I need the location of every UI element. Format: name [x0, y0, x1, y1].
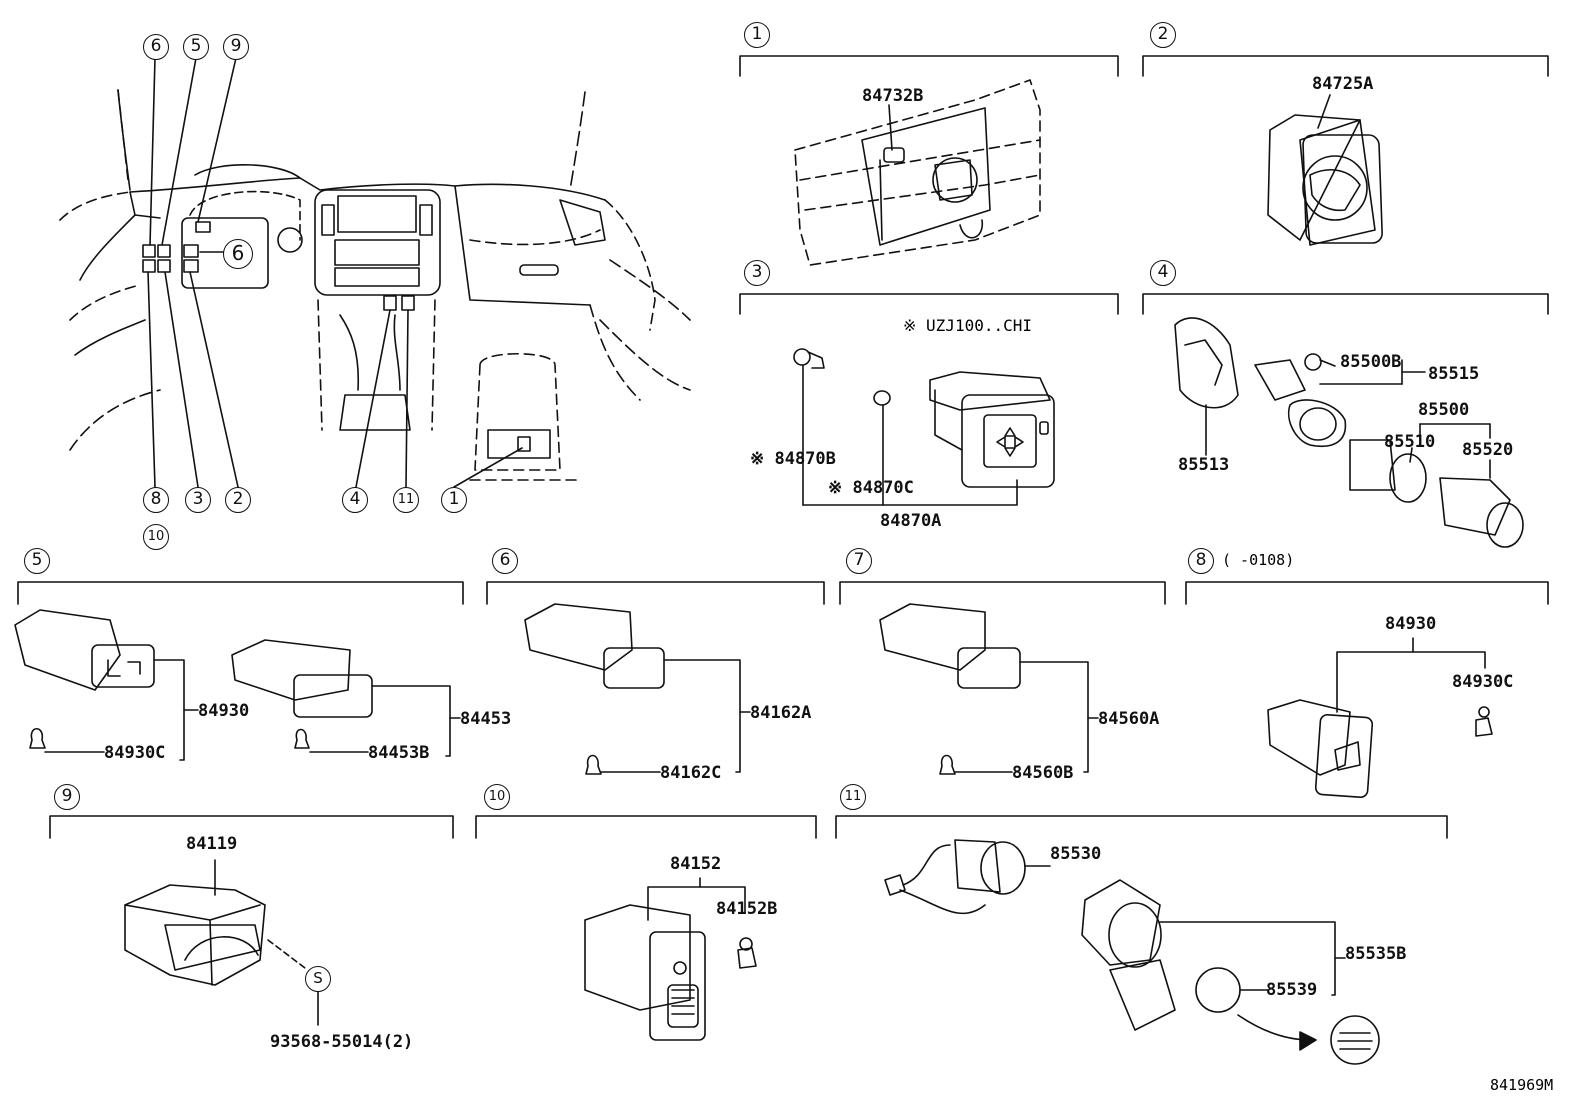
part-84870B: ※ 84870B: [750, 449, 836, 469]
part-84725A: 84725A: [1312, 74, 1374, 94]
part-84560-drawing: [879, 603, 1099, 775]
section-8-header: 8: [1188, 548, 1214, 574]
overview-callout-4: 4: [342, 487, 368, 513]
part-84453B: 84453B: [368, 743, 430, 763]
section-3-header: 3: [744, 260, 770, 286]
part-85530: 85530: [1050, 844, 1102, 864]
overview-callout-5-top: 5: [183, 34, 209, 60]
part-84930-sec5: 84930: [198, 701, 250, 721]
part-84152-drawing: [584, 877, 757, 1041]
part-85535B: 85535B: [1345, 944, 1407, 964]
part-85515: 85515: [1428, 364, 1480, 384]
part-84152B: 84152B: [716, 899, 778, 919]
part-85513: 85513: [1178, 455, 1230, 475]
part-84162A: 84162A: [750, 703, 812, 723]
section-9-header: 9: [54, 784, 80, 810]
overview-callout-10: 10: [143, 524, 169, 550]
section-brackets: [17, 55, 1549, 839]
part-85520: 85520: [1462, 440, 1514, 460]
overview-callout-3: 3: [185, 487, 211, 513]
part-85510: 85510: [1384, 432, 1436, 452]
overview-callout-11: 11: [393, 487, 419, 513]
part-84930-sec8-drawing: [1267, 637, 1493, 799]
part-84119: 84119: [186, 834, 238, 854]
screw-symbol: S: [305, 966, 331, 992]
overview-leader-lines: [147, 57, 523, 488]
part-84162C: 84162C: [660, 763, 722, 783]
section-11-header: 11: [840, 784, 866, 810]
part-85500B: 85500B: [1340, 352, 1402, 372]
part-84930C-sec8: 84930C: [1452, 672, 1514, 692]
section-1-header: 1: [744, 22, 770, 48]
part-84725A-drawing: [1267, 94, 1383, 246]
part-84453: 84453: [460, 709, 512, 729]
overview-callout-2: 2: [225, 487, 251, 513]
dashboard-overview-drawing: [59, 89, 691, 481]
section-10-header: 10: [484, 784, 510, 810]
section-2-header: 2: [1150, 22, 1176, 48]
note-uzj100-chi: ※ UZJ100..CHI: [903, 316, 1032, 335]
part-84930-sec8: 84930: [1385, 614, 1437, 634]
part-84732B-drawing: [794, 79, 1041, 266]
overview-callout-6-top: 6: [143, 34, 169, 60]
part-84119-drawing: [124, 859, 319, 1026]
part-84560A: 84560A: [1098, 709, 1160, 729]
section-6-header: 6: [492, 548, 518, 574]
overview-callout-9-top: 9: [223, 34, 249, 60]
part-84732B: 84732B: [862, 86, 924, 106]
part-85500: 85500: [1418, 400, 1470, 420]
overview-callout-1: 1: [441, 487, 467, 513]
part-84162-drawing: [524, 603, 751, 775]
part-93568-55014: 93568-55014(2): [270, 1032, 414, 1052]
part-84560B: 84560B: [1012, 763, 1074, 783]
overview-callout-8: 8: [143, 487, 169, 513]
diagram-code: 841969M: [1490, 1076, 1554, 1094]
part-84870C: ※ 84870C: [828, 478, 914, 498]
part-85500-drawing: [1174, 317, 1524, 548]
part-84152: 84152: [670, 854, 722, 874]
section-4-header: 4: [1150, 260, 1176, 286]
part-84930-84453-drawing: [14, 609, 461, 761]
overview-callout-6-center: 6: [223, 239, 253, 269]
part-84930C-sec5: 84930C: [104, 743, 166, 763]
part-84870-drawing: [793, 348, 1055, 506]
section-5-header: 5: [24, 548, 50, 574]
section-7-header: 7: [846, 548, 872, 574]
part-85530-85535-drawing: [884, 839, 1380, 1065]
part-84870A: 84870A: [880, 511, 942, 531]
section-8-range: ( -0108): [1222, 551, 1295, 569]
part-85539: 85539: [1266, 980, 1318, 1000]
